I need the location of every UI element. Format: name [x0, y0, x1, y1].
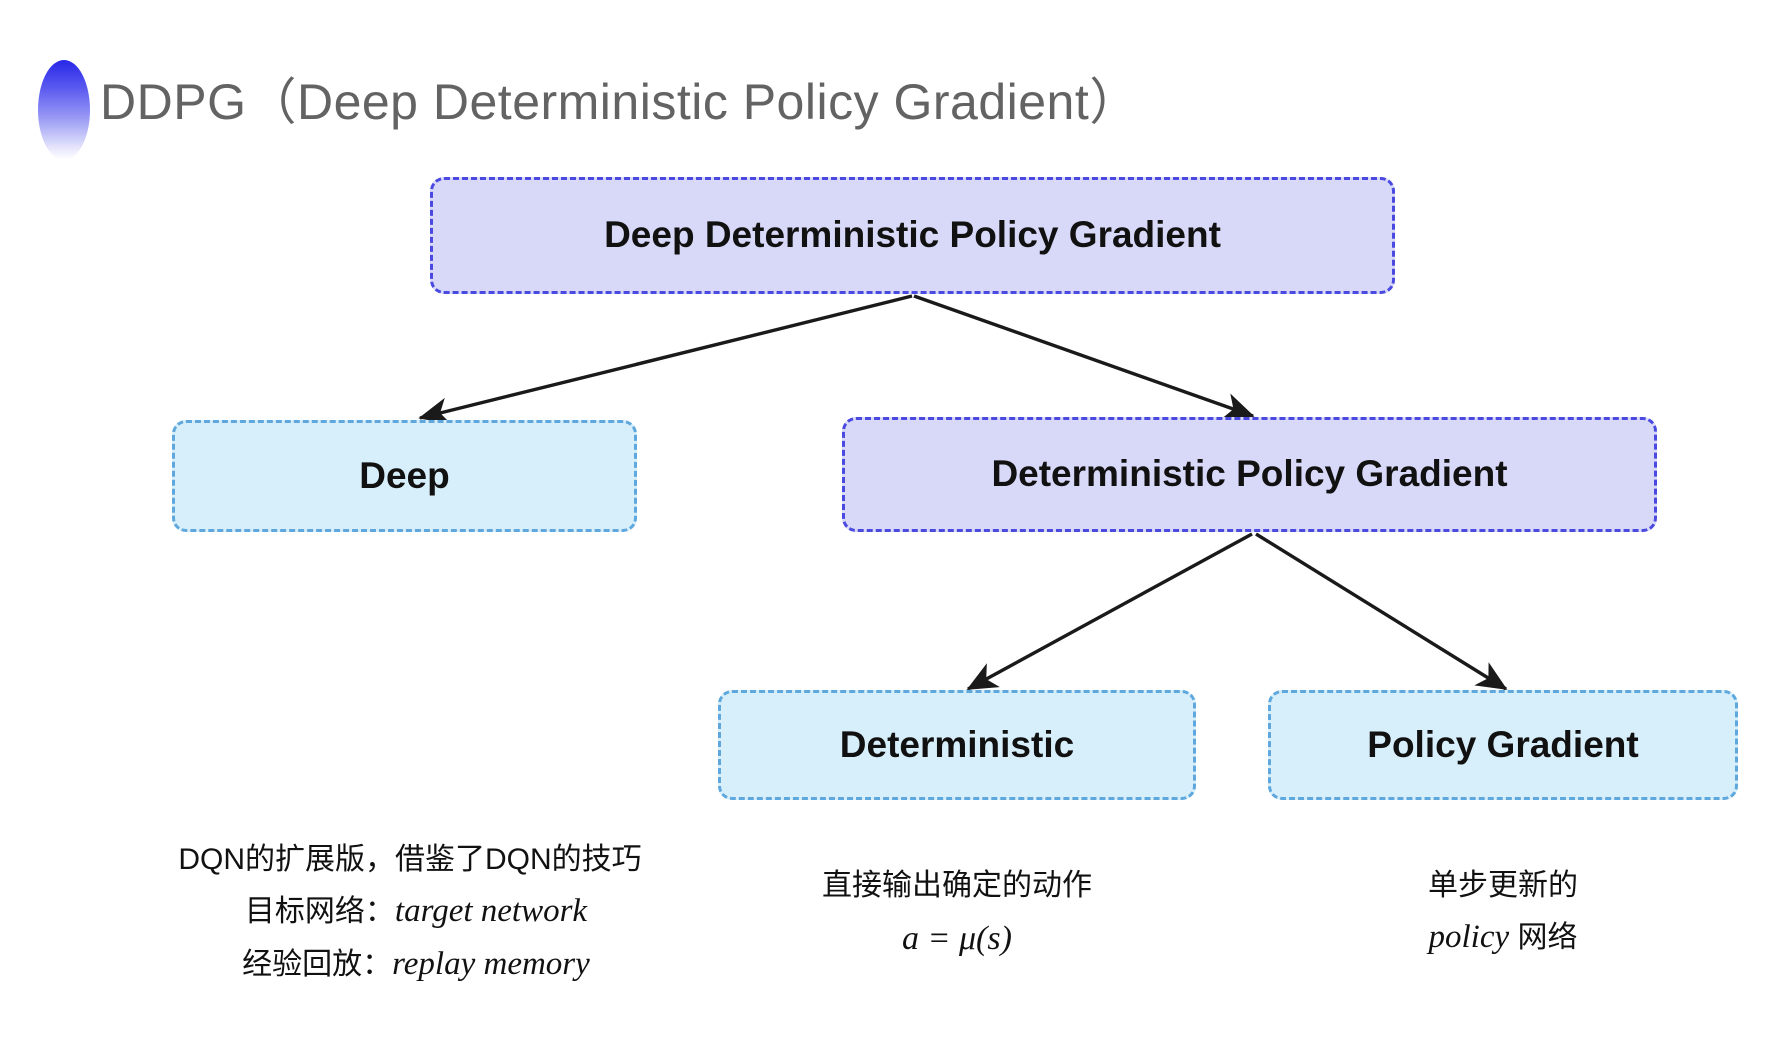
caption-deep-line-1: DQN的扩展版，借鉴了DQN的技巧 — [178, 843, 642, 876]
node-label: Deep — [359, 454, 450, 496]
node-label: Policy Gradient — [1367, 723, 1639, 765]
caption-deterministic-formula: a = μ(s) — [902, 919, 1012, 957]
caption-policy-gradient-line-2: policy 网络 — [1268, 911, 1738, 964]
title-decoration-circle-icon — [38, 60, 90, 160]
arrow-root-to-dpg — [913, 294, 1255, 420]
caption-policy-gradient-suffix: 网络 — [1509, 920, 1578, 954]
caption-deep-line-3-label: 经验回放： — [242, 948, 393, 982]
arrow-dpg-to-deterministic — [966, 532, 1253, 691]
page-title: DDPG（Deep Deterministic Policy Gradient） — [100, 74, 1140, 130]
caption-deep: DQN的扩展版，借鉴了DQN的技巧 目标网络：target network 经验… — [150, 836, 670, 992]
caption-deterministic-line-1: 直接输出确定的动作 — [822, 869, 1092, 902]
node-deep[interactable]: Deep — [172, 420, 637, 532]
caption-deterministic: 直接输出确定的动作 a = μ(s) — [718, 862, 1196, 966]
node-label: Deterministic Policy Gradient — [991, 453, 1508, 495]
caption-deep-line-2: 目标网络：target network — [150, 885, 670, 938]
caption-deep-line-2-term: target network — [394, 892, 588, 929]
node-label: Deterministic — [839, 723, 1075, 765]
caption-deep-line-3-term: replay memory — [392, 946, 590, 983]
node-label: Deep Deterministic Policy Gradient — [604, 214, 1221, 256]
node-deterministic-policy-gradient[interactable]: Deterministic Policy Gradient — [842, 417, 1657, 532]
caption-policy-gradient-line-1: 单步更新的 — [1428, 869, 1578, 902]
arrow-dpg-to-policy-gradient — [1255, 532, 1508, 691]
caption-policy-gradient: 单步更新的 policy 网络 — [1268, 862, 1738, 964]
caption-deep-line-3: 经验回放：replay memory — [150, 938, 670, 991]
caption-deep-line-2-label: 目标网络： — [244, 894, 395, 928]
caption-policy-gradient-term: policy — [1428, 918, 1510, 955]
arrow-root-to-deep — [418, 294, 913, 425]
node-deterministic[interactable]: Deterministic — [718, 690, 1196, 800]
node-policy-gradient[interactable]: Policy Gradient — [1268, 690, 1738, 800]
node-deep-deterministic-policy-gradient[interactable]: Deep Deterministic Policy Gradient — [430, 177, 1395, 294]
